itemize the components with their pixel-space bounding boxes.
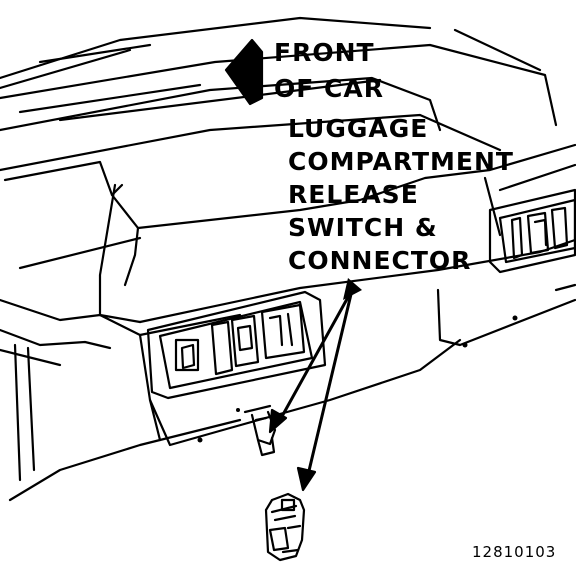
left-lamp-assembly <box>146 290 327 400</box>
figure-code: 12810103 <box>472 543 557 561</box>
leader-arrows <box>268 278 362 492</box>
package-shelf <box>0 113 576 317</box>
rear-window-outline <box>0 16 558 132</box>
left-arrow-icon <box>224 38 264 106</box>
callout-label-line3: RELEASE <box>288 180 419 209</box>
fasteners <box>197 315 518 443</box>
left-trim-panel <box>0 236 242 502</box>
callout-label-line1: LUGGAGE <box>288 114 429 143</box>
callout-label-line5: CONNECTOR <box>288 246 472 275</box>
callout-label-line2: COMPARTMENT <box>288 147 514 176</box>
connector <box>264 492 306 562</box>
deck-lid-panel <box>98 238 576 447</box>
front-of-car-label-line2: OF CAR <box>274 74 384 103</box>
front-of-car-label-line1: FRONT <box>274 38 375 67</box>
right-lamp-assembly <box>488 188 576 274</box>
callout-label-line4: SWITCH & <box>288 213 438 242</box>
